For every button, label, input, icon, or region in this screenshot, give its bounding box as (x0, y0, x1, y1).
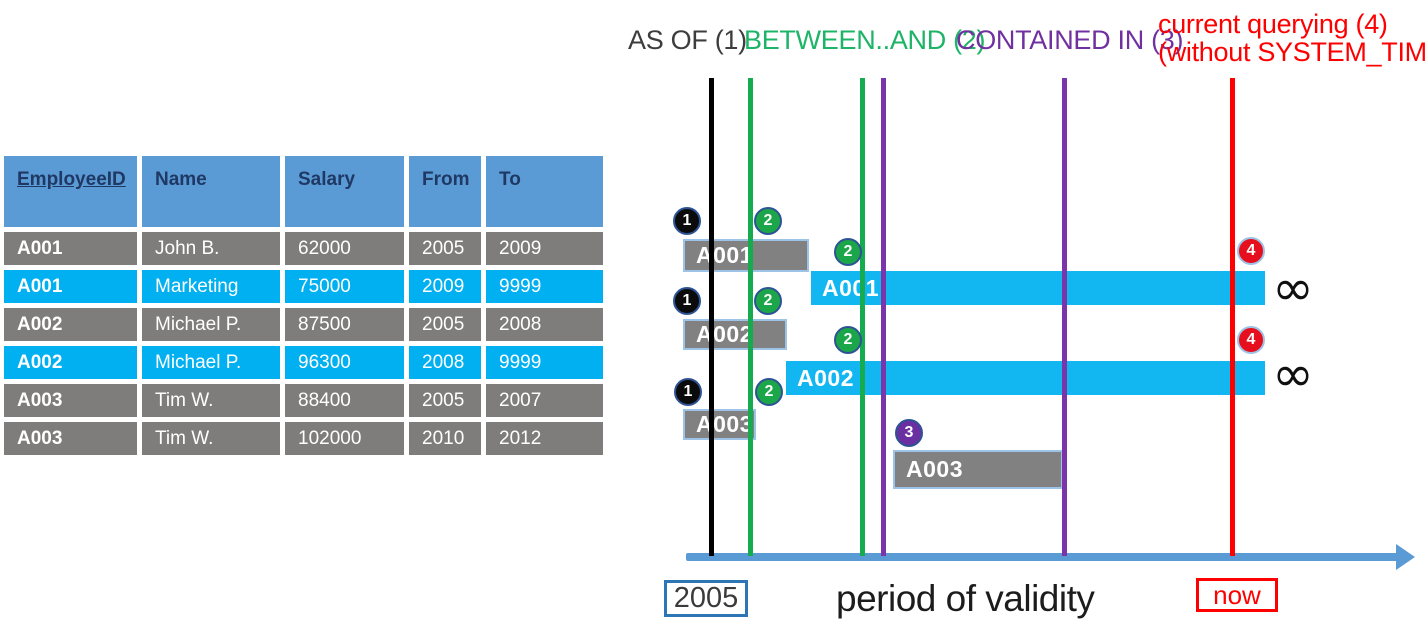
table-cell: John B. (142, 232, 280, 265)
bar-label: A002 (797, 364, 854, 391)
column-header-name: Name (142, 156, 280, 227)
as-of-line (709, 78, 714, 556)
column-header-salary: Salary (285, 156, 404, 227)
table-cell: Tim W. (142, 422, 280, 455)
table-cell: Michael P. (142, 346, 280, 379)
marker-badge-3: 3 (895, 419, 923, 447)
legend-as-of-label: AS OF (1) (628, 26, 747, 54)
table-cell: 88400 (285, 384, 404, 417)
table-cell: 9999 (486, 270, 603, 303)
table-cell: 96300 (285, 346, 404, 379)
table-cell: 2009 (409, 270, 481, 303)
marker-badge-2: 2 (834, 238, 862, 266)
axis-now-box: now (1196, 578, 1278, 612)
marker-badge-4: 4 (1237, 237, 1265, 265)
table-cell: 75000 (285, 270, 404, 303)
legend-current-querying-label: current querying (4)(without SYSTEM_TIME… (1158, 10, 1428, 66)
marker-badge-1: 1 (674, 378, 702, 406)
infinity-symbol: ∞ (1272, 345, 1314, 403)
axis-now-label: now (1213, 579, 1261, 610)
axis-title: period of validity (836, 578, 1095, 619)
table-cell: 2007 (486, 384, 603, 417)
table-cell: 87500 (285, 308, 404, 341)
current-now-line (1230, 78, 1235, 556)
marker-badge-2: 2 (754, 207, 782, 235)
legend-as-of-text: AS OF (1) (628, 25, 747, 55)
column-header-to: To (486, 156, 603, 227)
column-header-employeeid: EmployeeID (4, 156, 137, 227)
legend-contained-in-label: CONTAINED IN (3) (956, 25, 1184, 55)
marker-badge-1: 1 (673, 207, 701, 235)
bar-label: A001 (696, 242, 753, 268)
between-end-line (860, 78, 865, 556)
legend-between-and-label: BETWEEN..AND (2) (744, 25, 986, 55)
table-cell: 2005 (409, 232, 481, 265)
validity-bar-a002-gray: A002 (683, 319, 787, 350)
table-cell: 2005 (409, 308, 481, 341)
bar-label: A002 (696, 321, 753, 347)
table-cell: 102000 (285, 422, 404, 455)
table-cell: A003 (4, 422, 137, 455)
contained-end-line (1062, 78, 1067, 556)
time-axis (686, 553, 1398, 561)
validity-bar-a003-gray: A003 (893, 450, 1063, 489)
bar-label: A003 (906, 456, 963, 482)
table-cell: A001 (4, 232, 137, 265)
table-cell: 9999 (486, 346, 603, 379)
legend-current-querying-text: current querying (4) (1158, 9, 1388, 39)
table-cell: A001 (4, 270, 137, 303)
time-axis-arrowhead-icon (1396, 544, 1415, 570)
infinity-symbol: ∞ (1272, 259, 1314, 317)
table-cell: Michael P. (142, 308, 280, 341)
marker-badge-2: 2 (755, 378, 783, 406)
legend-current-querying-text: (without SYSTEM_TIME) (1158, 37, 1428, 67)
table-cell: A002 (4, 346, 137, 379)
table-cell: 2012 (486, 422, 603, 455)
marker-badge-2: 2 (754, 287, 782, 315)
table-cell: 62000 (285, 232, 404, 265)
table-cell: Marketing (142, 270, 280, 303)
bar-label: A003 (696, 411, 753, 437)
legend-contained-in-text: CONTAINED IN (3) (956, 25, 1184, 55)
table-cell: 2008 (486, 308, 603, 341)
table-cell: A003 (4, 384, 137, 417)
table-cell: 2009 (486, 232, 603, 265)
bar-label: A001 (822, 274, 879, 301)
axis-start-year: 2005 (673, 582, 739, 614)
table-cell: 2005 (409, 384, 481, 417)
axis-start-year-box: 2005 (664, 580, 748, 617)
between-start-line (748, 78, 753, 556)
validity-bar-a003-gray: A003 (683, 409, 756, 440)
validity-bar-a002-cyan: A002 (786, 361, 1265, 395)
validity-bar-a001-gray: A001 (683, 239, 809, 272)
validity-bar-a001-cyan: A001 (811, 271, 1265, 305)
table-cell: Tim W. (142, 384, 280, 417)
table-cell: 2010 (409, 422, 481, 455)
column-header-from: From (409, 156, 481, 227)
marker-badge-2: 2 (834, 326, 862, 354)
contained-start-line (881, 78, 886, 556)
marker-badge-1: 1 (673, 287, 701, 315)
marker-badge-4: 4 (1237, 326, 1265, 354)
table-cell: A002 (4, 308, 137, 341)
table-cell: 2008 (409, 346, 481, 379)
legend-between-and-text: BETWEEN..AND (2) (744, 25, 986, 55)
